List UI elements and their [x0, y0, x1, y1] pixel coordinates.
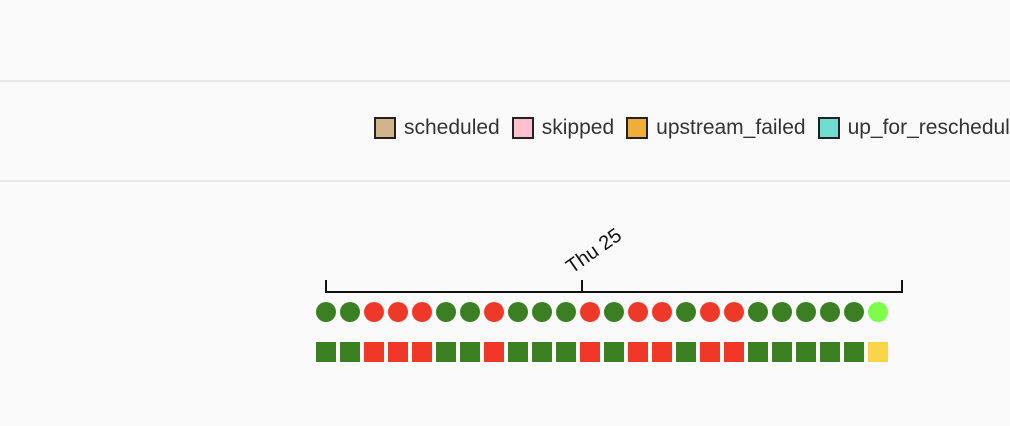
dag-run-success[interactable]	[676, 302, 696, 322]
legend-label: up_for_reschedule	[847, 116, 1010, 139]
date-label: Thu 25	[562, 224, 626, 278]
dag-run-failed[interactable]	[724, 302, 744, 322]
task-instance-success[interactable]	[820, 342, 840, 362]
dag-run-failed[interactable]	[412, 302, 432, 322]
dag-run-success[interactable]	[556, 302, 576, 322]
dag-run-failed[interactable]	[580, 302, 600, 322]
dag-run-failed[interactable]	[628, 302, 648, 322]
legend-item-skipped[interactable]: skipped	[511, 116, 615, 140]
dag-run-success[interactable]	[340, 302, 360, 322]
task-instance-success[interactable]	[532, 342, 552, 362]
task-instance-failed[interactable]	[412, 342, 432, 362]
task-instance-failed[interactable]	[388, 342, 408, 362]
tree-grid: Thu 25	[316, 224, 903, 362]
dag-run-success[interactable]	[508, 302, 528, 322]
task-instance-failed[interactable]	[652, 342, 672, 362]
task-instance-success[interactable]	[844, 342, 864, 362]
task-instance-failed[interactable]	[724, 342, 744, 362]
dag-run-running[interactable]	[868, 302, 888, 322]
legend-swatch-skipped	[511, 117, 534, 139]
dag-run-success[interactable]	[316, 302, 336, 322]
dag-run-row	[316, 302, 888, 322]
dag-run-success[interactable]	[532, 302, 552, 322]
task-instance-success[interactable]	[508, 342, 528, 362]
dag-run-failed[interactable]	[484, 302, 504, 322]
legend-label: skipped	[541, 116, 615, 139]
task-instance-success[interactable]	[460, 342, 480, 362]
dag-run-success[interactable]	[436, 302, 456, 322]
legend-swatch-scheduled	[374, 117, 396, 139]
dag-run-failed[interactable]	[364, 302, 384, 322]
task-instance-success[interactable]	[748, 342, 768, 362]
task-instance-success[interactable]	[316, 342, 336, 362]
legend-item-scheduled[interactable]: scheduled	[374, 116, 500, 140]
task-instance-row	[316, 342, 888, 362]
legend-item-upstream-failed[interactable]: upstream_failed	[626, 116, 806, 140]
task-instance-failed[interactable]	[364, 342, 384, 362]
dag-run-success[interactable]	[748, 302, 768, 322]
dag-run-failed[interactable]	[652, 302, 672, 322]
legend-label: scheduled	[404, 116, 500, 139]
task-instance-success[interactable]	[796, 342, 816, 362]
legend-bar: scheduled skipped upstream_failed up_for…	[0, 82, 1010, 182]
top-bar	[0, 0, 1010, 82]
task-instance-success[interactable]	[340, 342, 360, 362]
dag-run-success[interactable]	[460, 302, 480, 322]
legend-swatch-upstream-failed	[626, 117, 649, 139]
dag-run-success[interactable]	[820, 302, 840, 322]
task-instance-queued[interactable]	[868, 342, 888, 362]
dag-run-failed[interactable]	[700, 302, 720, 322]
task-instance-failed[interactable]	[484, 342, 504, 362]
task-instance-success[interactable]	[436, 342, 456, 362]
legend-label: upstream_failed	[656, 116, 806, 139]
state-legend: scheduled skipped upstream_failed up_for…	[374, 116, 1010, 140]
dag-run-success[interactable]	[604, 302, 624, 322]
task-instance-failed[interactable]	[628, 342, 648, 362]
legend-item-up-for-reschedule[interactable]: up_for_reschedule	[817, 116, 1010, 140]
task-instance-success[interactable]	[676, 342, 696, 362]
dag-run-success[interactable]	[796, 302, 816, 322]
dag-run-success[interactable]	[772, 302, 792, 322]
date-axis: Thu 25	[325, 224, 903, 293]
date-bracket	[325, 280, 903, 293]
task-instance-failed[interactable]	[700, 342, 720, 362]
task-instance-failed[interactable]	[580, 342, 600, 362]
legend-swatch-up-for-reschedule	[817, 117, 840, 139]
task-instance-success[interactable]	[556, 342, 576, 362]
task-instance-success[interactable]	[604, 342, 624, 362]
dag-run-failed[interactable]	[388, 302, 408, 322]
dag-run-success[interactable]	[844, 302, 864, 322]
task-instance-success[interactable]	[772, 342, 792, 362]
